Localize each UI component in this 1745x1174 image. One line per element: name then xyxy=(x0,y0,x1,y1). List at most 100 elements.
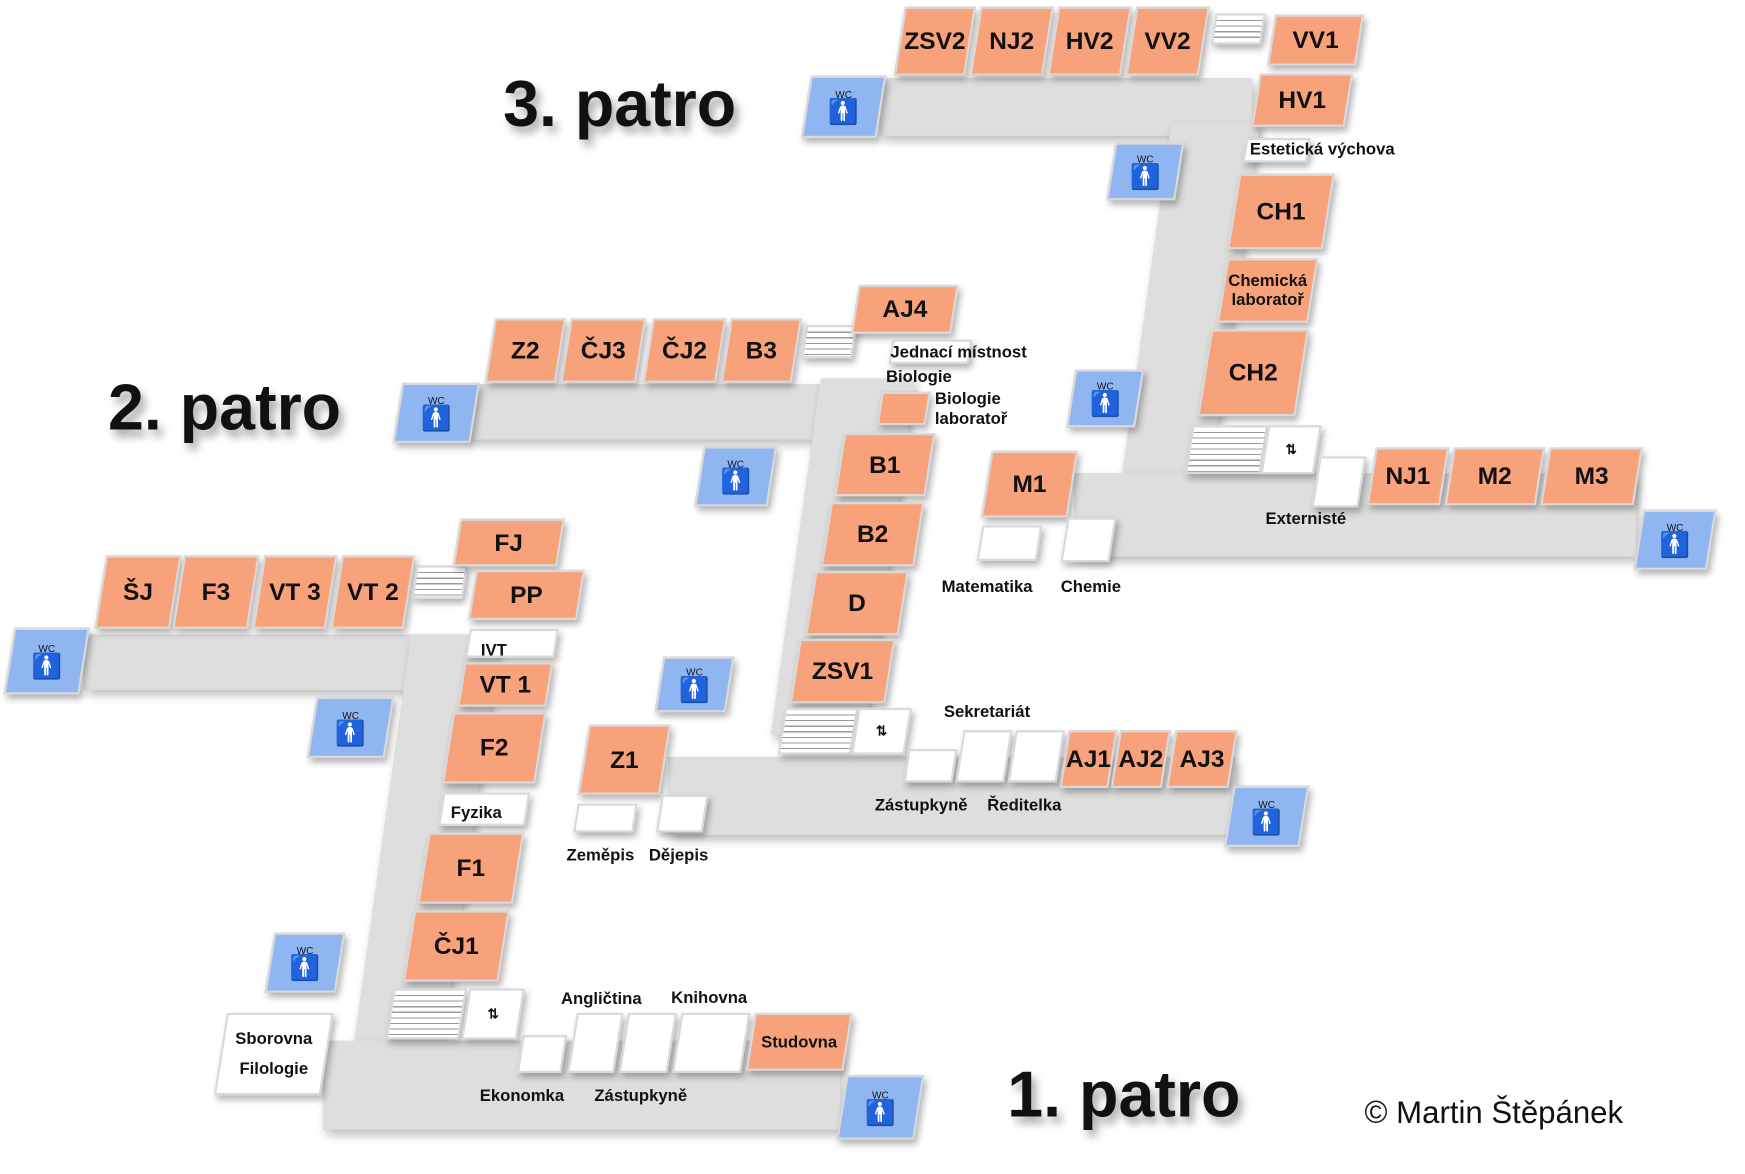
room-label: D xyxy=(848,588,866,617)
room-externiste[interactable] xyxy=(1316,456,1363,507)
room-label: B1 xyxy=(869,450,901,479)
stairs xyxy=(781,708,854,755)
room-nj1[interactable]: NJ1 xyxy=(1371,447,1444,505)
room-label: AJ2 xyxy=(1118,744,1164,773)
wc[interactable]: WC🚹 xyxy=(1111,142,1180,200)
person-icon: 🚹 xyxy=(720,467,751,496)
room-label: CH1 xyxy=(1256,197,1306,225)
room-vt3[interactable]: VT 3 xyxy=(258,555,331,628)
room-m3[interactable]: M3 xyxy=(1545,447,1638,505)
person-icon: 🚹 xyxy=(335,718,366,747)
room-label: ČJ1 xyxy=(433,931,479,960)
room-reditelka[interactable] xyxy=(1012,730,1061,782)
room-aj3[interactable]: AJ3 xyxy=(1171,730,1233,788)
room-fj[interactable]: FJ xyxy=(456,519,561,567)
room-b3[interactable]: B3 xyxy=(726,318,797,383)
room-m2[interactable]: M2 xyxy=(1449,447,1540,505)
room-vt1[interactable]: VT 1 xyxy=(461,662,550,707)
room-knihovna[interactable] xyxy=(677,1013,746,1073)
room-m1[interactable]: M1 xyxy=(986,451,1073,518)
wc[interactable]: WC🚹 xyxy=(1638,510,1711,570)
room-chemicka-laborator[interactable]: Chemická laboratoř xyxy=(1222,258,1313,323)
label-knihovna: Knihovna xyxy=(671,988,748,1008)
room-vv1[interactable]: VV1 xyxy=(1271,14,1360,65)
room-sj[interactable]: ŠJ xyxy=(100,555,176,628)
wc-label: WC xyxy=(835,89,853,101)
room-label: ZSV1 xyxy=(811,656,874,685)
room-z2[interactable]: Z2 xyxy=(490,318,561,383)
stairs xyxy=(804,325,855,358)
room-f1[interactable]: F1 xyxy=(423,833,519,904)
room-z1[interactable]: Z1 xyxy=(583,725,665,795)
label-ekonomka: Ekonomka xyxy=(479,1086,565,1106)
floor-title-2: 2. patro xyxy=(107,371,342,445)
room-label: F3 xyxy=(201,577,231,606)
room-ekonomka[interactable] xyxy=(520,1035,565,1073)
wc[interactable]: WC🚹 xyxy=(841,1075,919,1140)
elevator[interactable]: ⇅ xyxy=(855,708,908,755)
wc-label: WC xyxy=(38,643,56,655)
room-matematika[interactable] xyxy=(979,525,1039,561)
room-sekretariat[interactable] xyxy=(959,730,1008,782)
room-label: AJ4 xyxy=(882,294,928,323)
room-label: VV2 xyxy=(1144,26,1191,55)
room-biologie-laborator[interactable] xyxy=(879,392,928,425)
room-anglictina[interactable] xyxy=(572,1013,619,1073)
room-zemepis[interactable] xyxy=(575,804,635,833)
wc[interactable]: WC🚹 xyxy=(1229,786,1305,847)
room-zsv1[interactable]: ZSV1 xyxy=(795,639,891,704)
room-cj1[interactable]: ČJ1 xyxy=(408,910,504,981)
label-estetika: Estetická výchova xyxy=(1249,140,1395,160)
room-b1[interactable]: B1 xyxy=(839,433,930,496)
wc[interactable]: WC🚹 xyxy=(397,383,475,443)
room-b2[interactable]: B2 xyxy=(826,502,919,567)
room-hv1[interactable]: HV1 xyxy=(1255,73,1348,126)
wc[interactable]: WC🚹 xyxy=(269,933,340,993)
room-label: Z2 xyxy=(511,336,540,364)
room-pp[interactable]: PP xyxy=(472,570,581,620)
person-icon: 🚹 xyxy=(828,97,859,126)
elevator[interactable]: ⇅ xyxy=(465,988,521,1039)
room-cj2[interactable]: ČJ2 xyxy=(648,318,721,383)
room-label: M2 xyxy=(1477,461,1512,490)
room-chemie[interactable] xyxy=(1064,518,1113,563)
room-cj3[interactable]: ČJ3 xyxy=(565,318,641,383)
label-biologie: Biologie xyxy=(885,367,952,387)
room-aj4[interactable]: AJ4 xyxy=(855,285,955,334)
person-icon: 🚹 xyxy=(1130,162,1161,191)
room-label: ZSV2 xyxy=(904,26,966,55)
room-studovna[interactable]: Studovna xyxy=(750,1013,848,1071)
room-label: Filologie xyxy=(239,1059,309,1079)
room-label: AJ3 xyxy=(1179,744,1225,773)
room-label: F1 xyxy=(456,853,486,882)
room-aj2[interactable]: AJ2 xyxy=(1115,730,1166,788)
room-vv2[interactable]: VV2 xyxy=(1131,7,1204,76)
room-zsv2[interactable]: ZSV2 xyxy=(899,7,970,76)
room-d[interactable]: D xyxy=(810,571,903,636)
room-zastupkyne[interactable] xyxy=(906,749,955,782)
room-aj1[interactable]: AJ1 xyxy=(1064,730,1113,788)
wc[interactable]: WC🚹 xyxy=(9,628,85,695)
room-zastupkyne[interactable] xyxy=(623,1013,672,1073)
room-nj2[interactable]: NJ2 xyxy=(975,7,1048,76)
room-ch2[interactable]: CH2 xyxy=(1204,329,1302,416)
elevator-icon: ⇅ xyxy=(875,723,888,740)
room-label: FJ xyxy=(494,528,523,556)
room-dejepis[interactable] xyxy=(659,795,706,833)
wc-label: WC xyxy=(1258,798,1275,810)
elevator[interactable]: ⇅ xyxy=(1264,425,1317,474)
wc[interactable]: WC🚹 xyxy=(312,697,390,758)
room-hv2[interactable]: HV2 xyxy=(1053,7,1126,76)
label-jednaci: Jednací místnost xyxy=(890,342,1027,362)
wc[interactable]: WC🚹 xyxy=(659,657,730,713)
room-vt2[interactable]: VT 2 xyxy=(336,555,409,628)
wc[interactable]: WC🚹 xyxy=(806,76,882,138)
wc[interactable]: WC🚹 xyxy=(1071,370,1140,428)
room-ch1[interactable]: CH1 xyxy=(1233,174,1329,250)
wc[interactable]: WC🚹 xyxy=(699,446,772,506)
room-f2[interactable]: F2 xyxy=(447,712,540,783)
room-f3[interactable]: F3 xyxy=(178,555,254,628)
wc-label: WC xyxy=(1136,153,1154,165)
